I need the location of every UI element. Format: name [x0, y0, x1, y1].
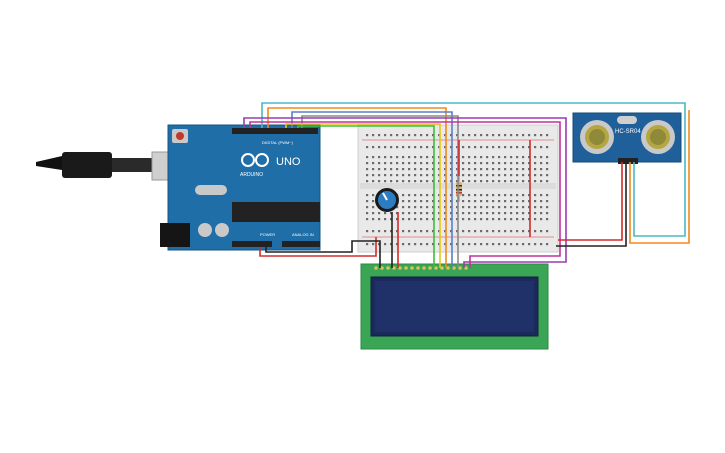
- lcd-pin: [398, 266, 402, 270]
- sensor-label: HC-SR04: [615, 129, 641, 135]
- crystal-icon: [195, 185, 227, 195]
- lcd-pin: [464, 266, 468, 270]
- lcd-pin: [410, 266, 414, 270]
- wire-black-sensor: [556, 162, 627, 247]
- wire-yellow: [285, 123, 441, 268]
- lcd-pin: [380, 266, 384, 270]
- lcd-display: [360, 263, 549, 350]
- potentiometer-icon: [375, 188, 399, 212]
- wire-magenta: [249, 121, 561, 268]
- lcd-pin: [386, 266, 390, 270]
- model-label: UNO: [276, 156, 301, 168]
- lcd-pin: [452, 266, 456, 270]
- lcd-pin: [440, 266, 444, 270]
- power-header-label: POWER: [260, 232, 275, 237]
- lcd-pin: [422, 266, 426, 270]
- breadboard-holes: [366, 134, 549, 246]
- lcd-pin: [416, 266, 420, 270]
- chip-icon: [232, 202, 320, 222]
- lcd-pin: [458, 266, 462, 270]
- wire-blue-lcd: [291, 111, 453, 268]
- digital-header-label: DIGITAL (PWM~): [262, 140, 294, 145]
- lcd-pin: [392, 266, 396, 270]
- lcd-pin: [374, 266, 378, 270]
- wire-green: [297, 125, 435, 268]
- lcd-pin: [428, 266, 432, 270]
- power-header: [232, 241, 272, 247]
- wire-teal-sensor: [261, 102, 686, 237]
- analog-header: [282, 241, 320, 247]
- brand-label: ARDUINO: [240, 172, 263, 178]
- wire-orange-sensor: [629, 110, 690, 244]
- digital-header: [232, 128, 318, 134]
- ultrasonic-sensor: HC-SR04: [572, 112, 682, 164]
- analog-header-label: ANALOG IN: [292, 232, 314, 237]
- wire-red-5v: [259, 237, 377, 257]
- wires: [243, 102, 690, 268]
- arduino-logo: [241, 153, 269, 167]
- lcd-pins: [374, 266, 468, 270]
- wire-black-gnd: [265, 240, 381, 268]
- lcd-pin: [434, 266, 438, 270]
- wire-red-sensor: [558, 162, 623, 241]
- lcd-pin: [404, 266, 408, 270]
- arduino-board: ARDUINO UNO DIGITAL (PWM~) POWER ANALOG …: [160, 124, 321, 251]
- lcd-pin: [446, 266, 450, 270]
- wire-purple: [243, 117, 567, 268]
